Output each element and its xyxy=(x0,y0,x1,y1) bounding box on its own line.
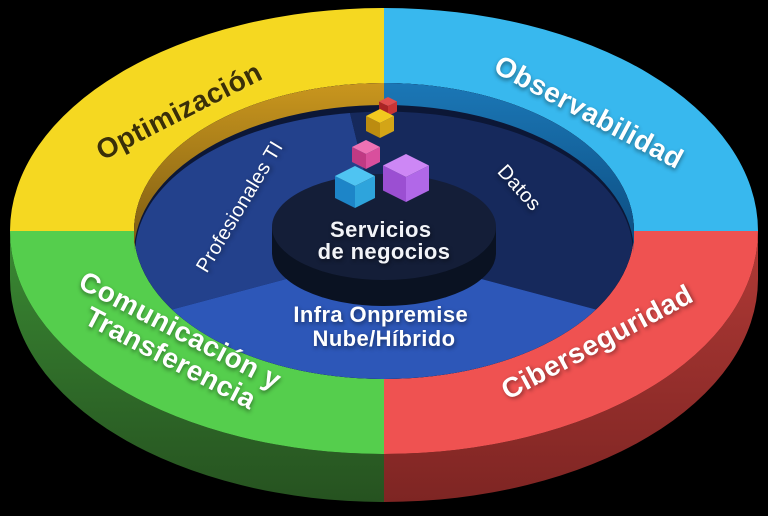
outer-ring-side-right xyxy=(384,231,758,502)
inner-label-infra: Infra Onpremise Nube/Híbrido xyxy=(293,302,474,351)
cubes-stack xyxy=(335,97,429,208)
outer-segment-ciberseguridad xyxy=(384,231,758,454)
outer-ring-side-left xyxy=(10,231,384,502)
purple-cube xyxy=(383,154,429,202)
outer-segment-comunicacion xyxy=(10,231,384,454)
outer-segment-observabilidad xyxy=(384,8,758,231)
outer-segment-optimizacion xyxy=(10,8,384,231)
center-cylinder-top xyxy=(272,174,496,280)
blue-cube xyxy=(335,166,375,208)
hole-wall-blue xyxy=(384,83,634,253)
inner-segment-infra xyxy=(159,253,609,379)
center-label: Servicios de negocios xyxy=(318,217,451,264)
yellow-cube xyxy=(366,109,394,138)
hole-wall-gold xyxy=(134,83,384,253)
pink-cube xyxy=(352,140,380,169)
